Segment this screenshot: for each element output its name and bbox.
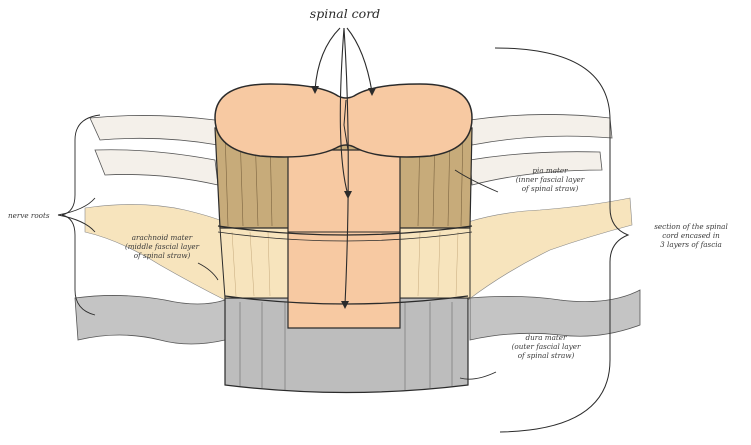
- pia-mater-label: pia mater (inner fascial layer of spinal…: [500, 166, 600, 194]
- section-label: section of the spinal cord encased in 3 …: [636, 222, 746, 250]
- arachnoid-mater-label: arachnoid mater (middle fascial layer of…: [112, 233, 212, 261]
- dura-mater-label: dura mater (outer fascial layer of spina…: [496, 333, 596, 361]
- spinal-cord-label: spinal cord: [300, 6, 390, 22]
- nerve-roots-label: nerve roots: [8, 211, 50, 220]
